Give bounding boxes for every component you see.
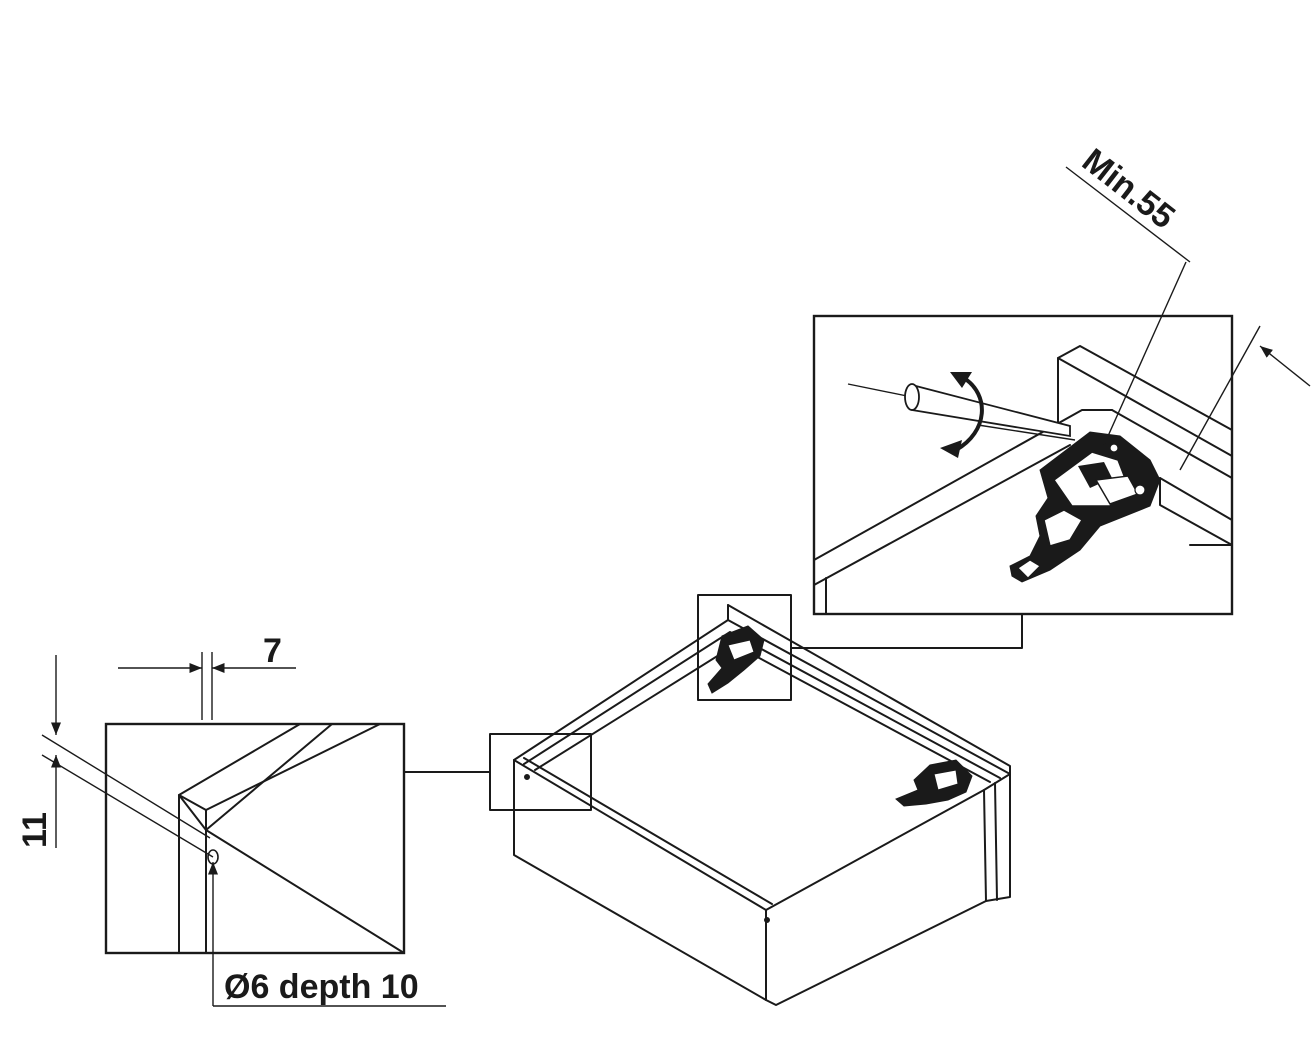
coupling-bracket-rear — [707, 625, 765, 694]
hole-detail-frame — [104, 722, 406, 955]
dim-hole-height: 11 — [16, 812, 54, 848]
dim-hole-offset: 7 — [263, 632, 282, 670]
coupling-bracket-detail — [1009, 431, 1161, 583]
dim-min-clearance: Min.55 — [1075, 141, 1182, 236]
leader-detail-right — [790, 614, 1023, 649]
hole-detail-view: 7 11 Ø6 depth 10 — [16, 632, 446, 1007]
bracket-detail-view — [812, 314, 1234, 616]
drawer-front-panel — [765, 773, 1011, 1006]
drawer-illustration — [489, 594, 1011, 1006]
rotate-arrow-icon — [954, 376, 984, 452]
screwdriver-tool — [847, 383, 1076, 441]
dim-hole-spec: Ø6 depth 10 — [224, 968, 419, 1006]
coupling-bracket-front — [895, 759, 973, 807]
